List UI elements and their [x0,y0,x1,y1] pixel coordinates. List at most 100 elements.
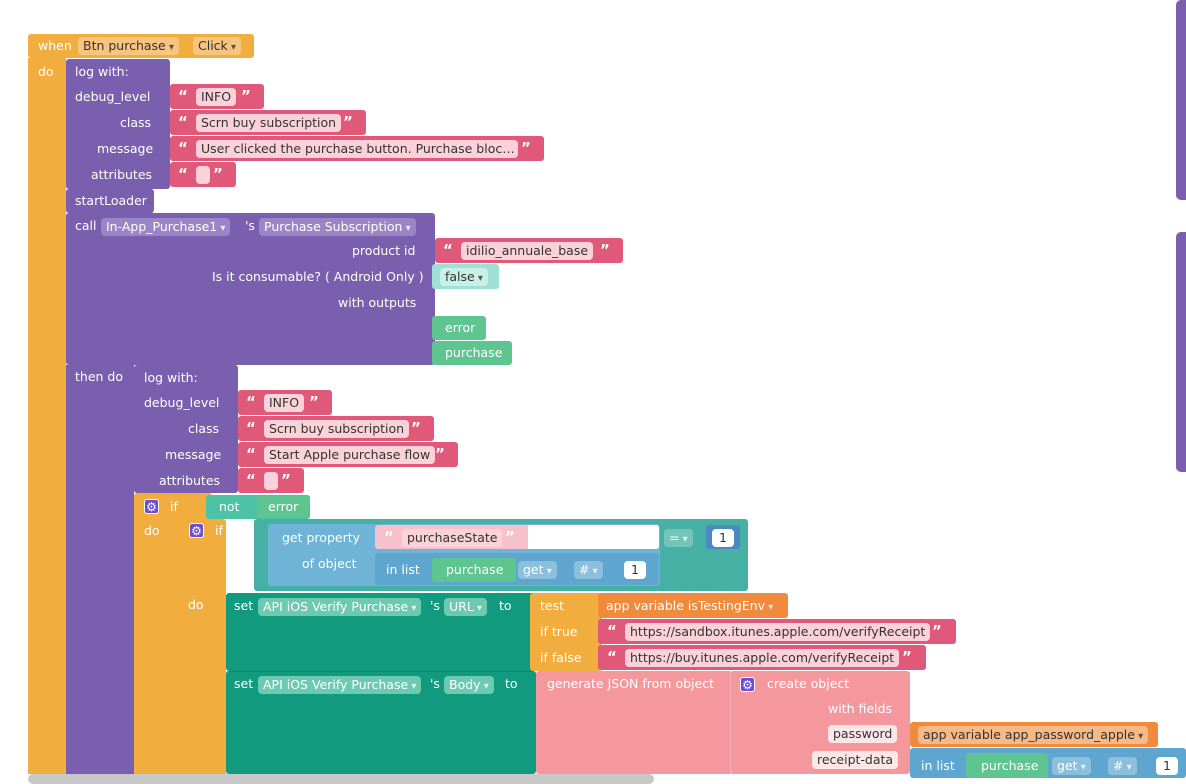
if-block-inner[interactable] [178,519,226,774]
error-variable-block[interactable] [256,495,310,519]
ternary-block[interactable] [530,593,602,671]
output-purchase-label: purchase [445,345,503,360]
log2-header: log with: [144,370,198,385]
close-quote-icon: ” [435,445,445,463]
generate-json-label: generate JSON from object [547,676,714,691]
call-possessive-label: 's [245,218,255,233]
close-quote-icon: ” [932,622,942,640]
in-list-block-receipt[interactable] [910,748,1186,778]
event-do-label: do [38,64,54,79]
close-quote-icon: ” [521,139,531,157]
with-outputs-label: with outputs [338,295,417,310]
log1-message-label: message [97,141,154,156]
log-block-2[interactable] [134,365,238,493]
log1-debug-level-value[interactable]: INFO [196,88,237,106]
app-variable-password-dropdown[interactable]: app variable app_password_apple [918,726,1149,744]
receipt-index-value[interactable]: 1 [1156,757,1178,775]
log1-message-value[interactable]: User clicked the purchase button. Purcha… [196,140,518,158]
horizontal-scrollbar[interactable] [28,774,654,784]
of-object-label: of object [302,556,357,571]
property-text-area [528,525,659,549]
output-error-label: error [445,320,476,335]
set2-to-label: to [505,676,518,691]
in-list-label: in list [386,562,420,577]
set2-property-dropdown[interactable]: Body [444,676,494,694]
gear-icon[interactable]: ⚙ [740,677,755,692]
close-quote-icon: ” [902,648,912,666]
sandbox-url-value[interactable]: https://sandbox.itunes.apple.com/verifyR… [625,623,931,641]
consumable-label: Is it consumable? ( Android Only ) [212,269,424,284]
purchase-list-variable[interactable] [432,558,516,582]
close-quote-icon: ” [309,393,319,411]
open-quote-icon: “ [607,622,617,640]
event-component-dropdown[interactable]: Btn purchase [78,37,179,55]
output-error-block[interactable] [432,316,486,340]
product-id-label: product id [352,243,416,258]
log2-message-value[interactable]: Start Apple purchase flow [264,446,436,464]
not-label: not [219,499,240,514]
call-method-dropdown[interactable]: Purchase Subscription [259,218,416,236]
open-quote-icon: “ [178,113,188,131]
list-get-dropdown[interactable]: get [518,561,557,579]
call-label: call [75,218,97,233]
vertical-scrollbar-lower[interactable] [1176,232,1186,472]
compare-value[interactable]: 1 [712,529,734,547]
call-purchase-subscription-block[interactable] [66,213,435,365]
if-inner-do-label: do [188,597,204,612]
in-list-block[interactable] [375,553,659,585]
log2-debug-level-label: debug_level [144,395,220,410]
log2-class-label: class [188,421,220,436]
if-outer-do-label: do [144,523,160,538]
receipt-index-mode-dropdown[interactable]: # [1108,757,1137,775]
app-variable-testing-env-dropdown[interactable]: app variable isTestingEnv [604,597,775,615]
set1-component-dropdown[interactable]: API iOS Verify Purchase [258,598,422,616]
log2-debug-level-value[interactable]: INFO [264,394,305,412]
log1-class-value[interactable]: Scrn buy subscription [196,114,342,132]
receipt-purchase-variable[interactable] [966,753,1048,778]
log1-class-label: class [120,115,152,130]
close-quote-icon: ” [241,87,251,105]
property-name-value[interactable]: purchaseState [402,529,503,547]
event-type-dropdown[interactable]: Click [193,37,241,55]
log1-attributes-value[interactable] [196,166,210,184]
open-quote-icon: “ [443,241,453,259]
list-index-value[interactable]: 1 [624,561,646,579]
compare-operator-dropdown[interactable]: = [664,529,693,547]
set1-set-label: set [234,598,254,613]
log1-debug-level-label: debug_level [75,89,151,104]
log2-class-value[interactable]: Scrn buy subscription [264,420,410,438]
event-when-label: when [38,38,72,53]
ternary-if-true-label: if true [540,624,578,639]
ternary-if-false-label: if false [540,650,582,665]
gear-icon[interactable]: ⚙ [189,523,204,538]
buy-url-value[interactable]: https://buy.itunes.apple.com/verifyRecei… [625,649,900,667]
close-quote-icon: ” [411,419,421,437]
list-index-mode-dropdown[interactable]: # [574,561,603,579]
open-quote-icon: “ [178,139,188,157]
set1-property-dropdown[interactable]: URL [444,598,488,616]
create-object-label: create object [767,676,850,691]
set1-to-label: to [499,598,512,613]
set2-possessive: 's [430,676,440,691]
vertical-scrollbar-upper[interactable] [1176,0,1186,200]
generate-json-block[interactable] [536,671,732,774]
start-loader-block[interactable] [66,189,154,213]
product-id-value[interactable]: idilio_annuale_base [461,242,594,260]
call-component-dropdown[interactable]: In-App_Purchase1 [101,218,231,236]
call-block-then-do-bar [66,365,134,774]
set1-possessive: 's [430,598,440,613]
ternary-test-label: test [540,598,565,613]
receipt-purchase-label: purchase [981,758,1039,773]
error-variable-label: error [268,499,299,514]
receipt-get-dropdown[interactable]: get [1052,757,1091,775]
log-block-1[interactable] [66,59,170,189]
output-purchase-block[interactable] [432,341,512,365]
password-key-field[interactable]: password [828,725,898,743]
log2-attributes-value[interactable] [264,472,278,490]
set2-component-dropdown[interactable]: API iOS Verify Purchase [258,676,422,694]
receipt-data-key-field[interactable]: receipt-data [812,751,899,769]
then-do-label: then do [75,369,123,384]
open-quote-icon: “ [178,87,188,105]
consumable-dropdown[interactable]: false [440,268,488,286]
gear-icon[interactable]: ⚙ [144,499,159,514]
